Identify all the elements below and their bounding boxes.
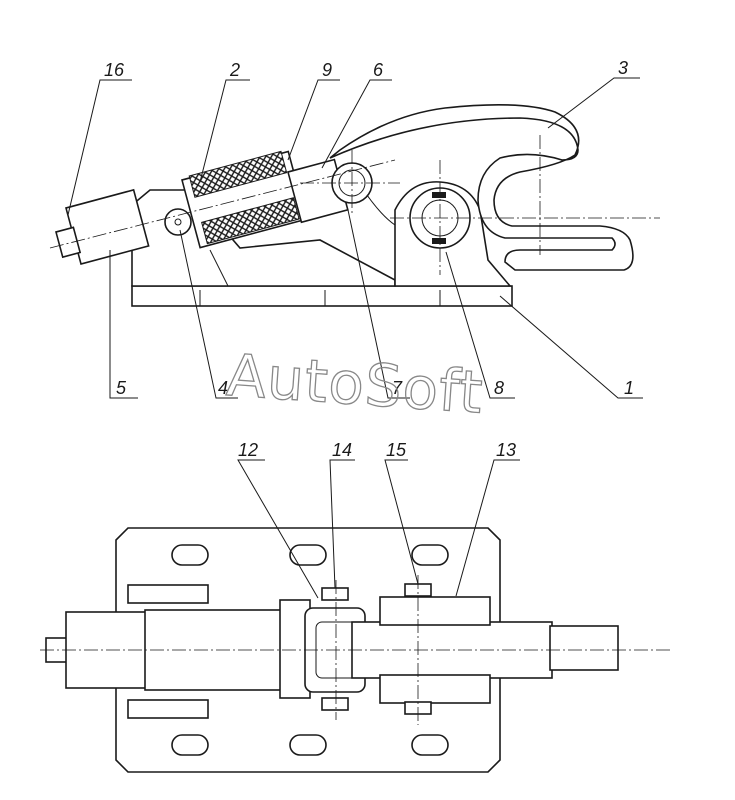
spring-knurl-top xyxy=(188,150,288,198)
callout-14: 14 xyxy=(332,440,352,460)
callout-numbers: 16 2 9 6 3 5 4 7 8 1 12 14 15 13 xyxy=(104,58,634,460)
callout-3: 3 xyxy=(618,58,628,78)
plan-view xyxy=(40,527,670,773)
callout-7: 7 xyxy=(392,378,403,398)
hook-lever xyxy=(329,104,634,271)
spring-knurl-bottom xyxy=(201,197,300,245)
rod-end xyxy=(55,226,82,259)
mounting-slots xyxy=(171,544,449,756)
callout-2: 2 xyxy=(229,60,240,80)
callout-9: 9 xyxy=(322,60,332,80)
callout-leaders xyxy=(67,77,643,599)
callout-8: 8 xyxy=(494,378,504,398)
plan-lever xyxy=(351,621,553,679)
watermark-logo: AutoSoft xyxy=(224,341,485,427)
callout-13: 13 xyxy=(496,440,516,460)
callout-15: 15 xyxy=(386,440,407,460)
callout-5: 5 xyxy=(116,378,127,398)
side-view xyxy=(49,104,660,307)
callout-1: 1 xyxy=(624,378,634,398)
callout-12: 12 xyxy=(238,440,258,460)
callout-4: 4 xyxy=(218,378,228,398)
callout-16: 16 xyxy=(104,60,125,80)
base-plate xyxy=(131,285,513,307)
pin-left xyxy=(164,208,192,236)
callout-6: 6 xyxy=(373,60,384,80)
